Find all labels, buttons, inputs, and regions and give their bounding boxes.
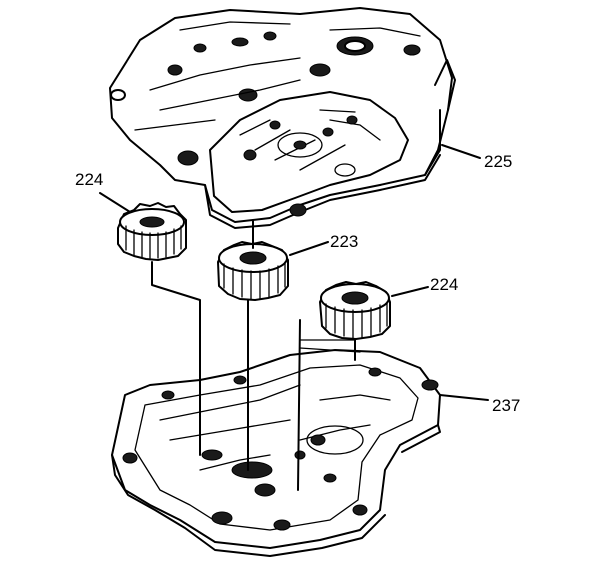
leader-lower-housing xyxy=(439,394,489,401)
callout-gear-right: 224 xyxy=(430,275,458,294)
callout-lower-housing: 237 xyxy=(492,396,520,415)
leader-gear-center xyxy=(289,241,329,256)
leader-gear-right xyxy=(391,286,429,297)
leader-gear-left xyxy=(99,192,131,213)
alignment-lines xyxy=(151,219,361,491)
leader-upper-housing xyxy=(441,144,481,159)
gear-left xyxy=(117,202,187,261)
gear-right xyxy=(319,281,391,340)
callout-upper-housing: 225 xyxy=(484,152,512,171)
upper-housing xyxy=(109,7,456,229)
callout-gear-left: 224 xyxy=(75,170,103,189)
lower-housing xyxy=(111,349,441,557)
callout-leaders xyxy=(99,144,489,401)
callout-gear-center: 223 xyxy=(330,232,358,251)
gear-center xyxy=(217,241,289,301)
